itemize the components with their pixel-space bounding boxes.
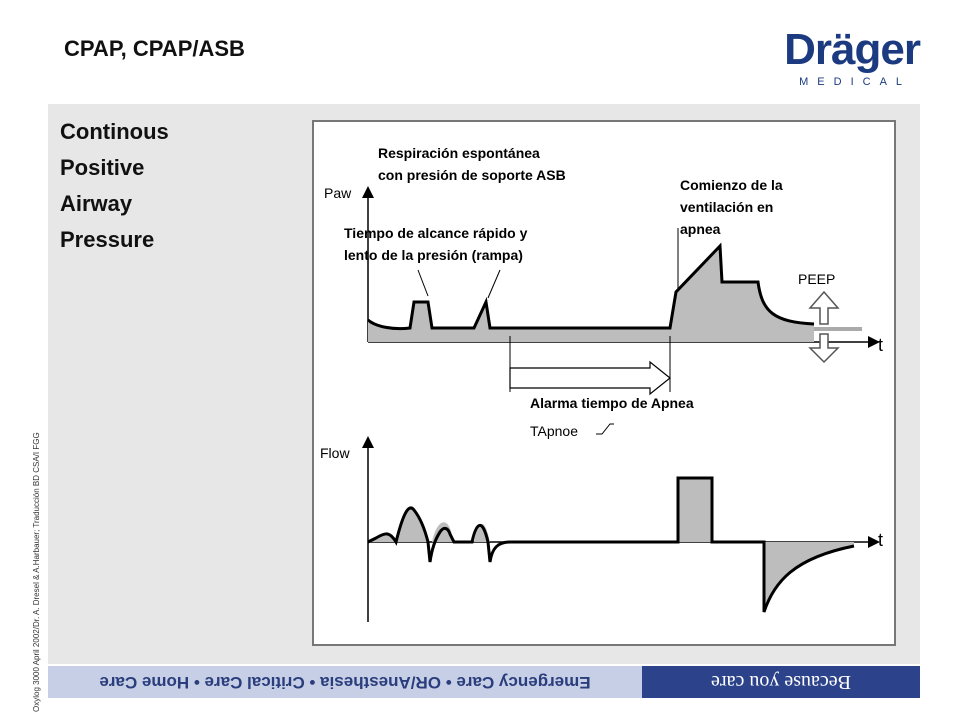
- annotation-asb-line1: Respiración espontánea: [378, 145, 540, 161]
- flow-label: Flow: [320, 445, 350, 461]
- annotation-apnea-line3: apnea: [680, 221, 721, 237]
- slide-title: CPAP, CPAP/ASB: [64, 36, 245, 61]
- acronym-list: Continous Positive Airway Pressure: [60, 114, 169, 258]
- footer-care-areas: Emergency Care • OR/Anesthesia • Critica…: [48, 666, 642, 698]
- acronym-word-positive: Positive: [60, 155, 145, 180]
- tapnoe-ramp-icon: [596, 423, 614, 435]
- ventilation-diagram: Paw t PEEP Respiración espontánea con pr…: [312, 120, 896, 646]
- flow-fill-expiratory: [764, 542, 854, 612]
- flow-fill-spontaneous: [368, 507, 490, 542]
- footer-slogan: Because you care: [642, 666, 920, 698]
- peep-label: PEEP: [798, 271, 835, 287]
- annotation-asb-line2: con presión de soporte ASB: [378, 167, 566, 183]
- alarm-label: Alarma tiempo de Apnea: [530, 395, 694, 411]
- side-note: Oxylog 3000 April 2002/Dr. A. Dresel & A…: [32, 432, 41, 712]
- brand-logo: Dräger MEDICAL: [784, 25, 921, 89]
- brand-name: Dräger: [784, 25, 921, 74]
- ventilation-diagram-svg: Paw t PEEP Respiración espontánea con pr…: [320, 145, 883, 622]
- brand-subtitle: MEDICAL: [799, 76, 912, 88]
- annotation-ramp-line1: Tiempo de alcance rápido y: [344, 225, 528, 241]
- acronym-word-airway: Airway: [60, 191, 133, 216]
- footer-bar: Emergency Care • OR/Anesthesia • Critica…: [48, 666, 920, 698]
- pressure-curve: [367, 242, 815, 331]
- flow-fill-mandatory: [678, 478, 712, 542]
- annotation-apnea-line1: Comienzo de la: [680, 177, 783, 193]
- peep-arrow-down: [808, 333, 840, 364]
- t-label-bottom: t: [878, 530, 883, 550]
- apnea-alarm-arrow: [509, 360, 671, 396]
- paw-label: Paw: [324, 185, 352, 201]
- leader-ramp-slow: [487, 269, 501, 299]
- leader-ramp-fast: [417, 269, 429, 297]
- acronym-word-pressure: Pressure: [60, 227, 155, 252]
- flow-curve: [367, 476, 855, 613]
- annotation-ramp-line2: lento de la presión (rampa): [344, 247, 523, 263]
- tapnoe-label: TApnoe: [530, 423, 578, 439]
- annotation-apnea-line2: ventilación en: [680, 199, 773, 215]
- t-label-top: t: [878, 335, 883, 355]
- peep-arrow-up: [808, 290, 840, 325]
- acronym-word-continous: Continous: [60, 119, 169, 144]
